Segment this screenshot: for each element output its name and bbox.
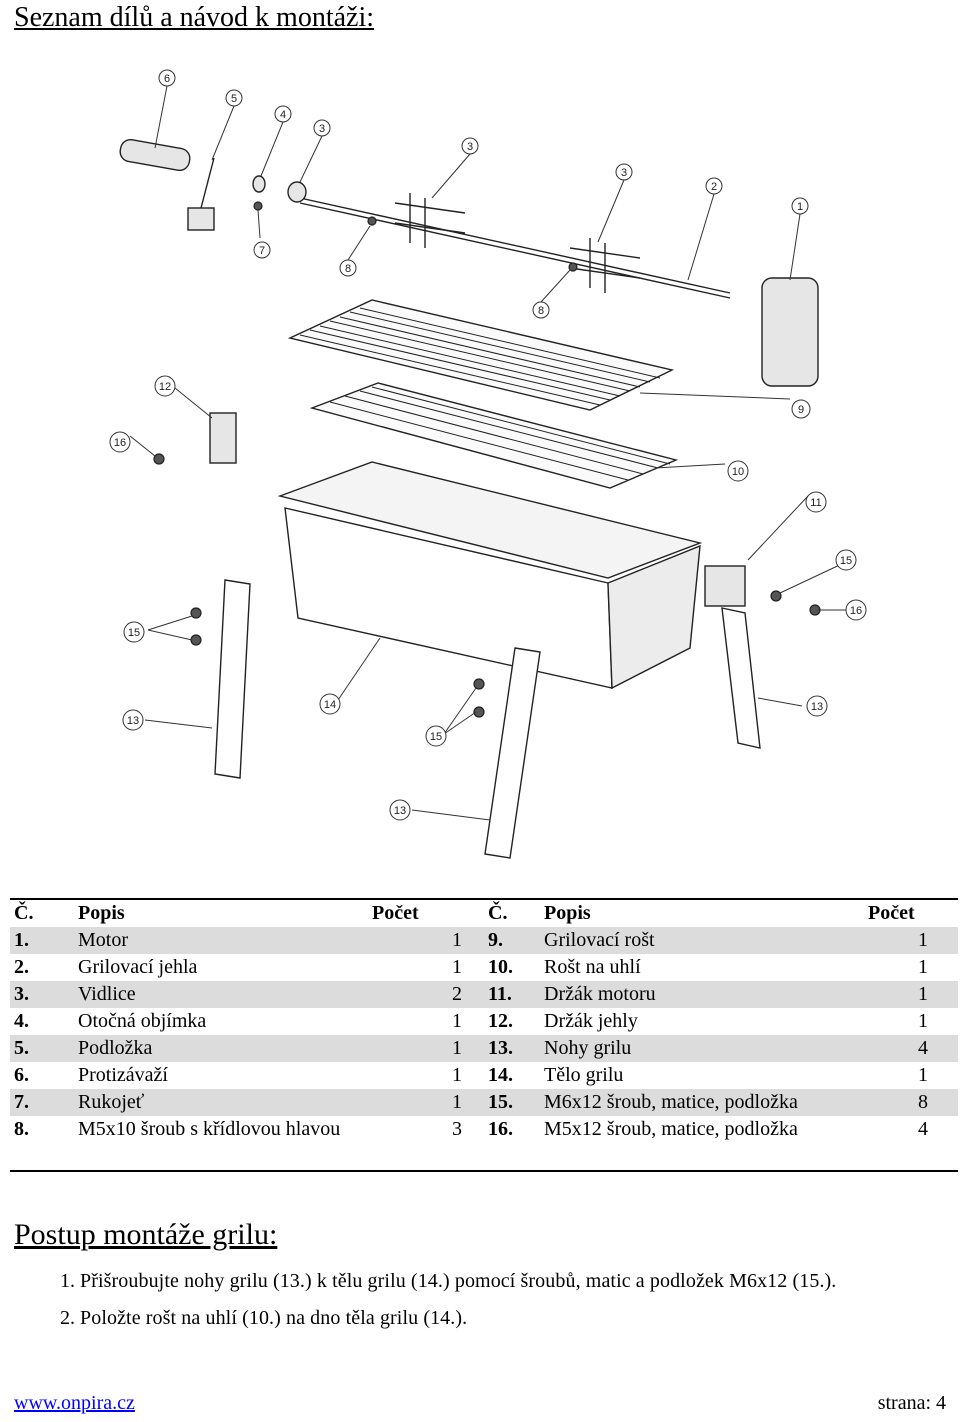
table-row: 8. M5x10 šroub s křídlovou hlavou 3 16. … <box>10 1116 958 1172</box>
svg-text:2: 2 <box>711 181 717 193</box>
fasteners <box>153 201 821 718</box>
parts-table-header: Č. Popis Počet Č. Popis Počet <box>10 898 958 927</box>
table-row: 5. Podložka 1 13. Nohy grilu 4 <box>10 1035 958 1062</box>
fork-1 <box>394 193 466 248</box>
col-desc: Popis <box>540 898 864 927</box>
callout: 7 <box>253 241 271 259</box>
fork-2 <box>569 238 641 293</box>
callout: 10 <box>727 460 749 482</box>
svg-text:3: 3 <box>467 141 473 153</box>
grill-body <box>277 461 703 690</box>
assembly-steps: Přišroubujte nohy grilu (13.) k tělu gri… <box>32 1268 960 1342</box>
counterweight-arm <box>200 157 215 209</box>
svg-text:16: 16 <box>850 605 862 617</box>
callout: 12 <box>154 375 176 397</box>
callout: 15 <box>123 621 145 643</box>
motor-part <box>761 277 819 387</box>
spit-rod <box>299 197 731 294</box>
charcoal-grate <box>309 382 679 489</box>
assembly-title: Postup montáže grilu: <box>14 1218 278 1251</box>
callout: 13 <box>389 799 411 821</box>
callout: 16 <box>109 431 131 453</box>
spit-assembly <box>119 138 819 387</box>
callout: 2 <box>705 177 723 195</box>
leader-lines <box>129 85 847 821</box>
svg-text:15: 15 <box>128 627 140 639</box>
svg-text:16: 16 <box>114 437 126 449</box>
table-row: 6. Protizávaží 1 14. Tělo grilu 1 <box>14 1064 928 1086</box>
svg-text:14: 14 <box>324 699 336 711</box>
spit-rod-edge <box>299 202 731 299</box>
callout: 3 <box>461 137 479 155</box>
parts-table: Č. Popis Počet Č. Popis Počet 1. Motor 1… <box>10 898 958 1172</box>
exploded-diagram: 6 5 4 3 3 3 2 1 7 8 8 9 10 11 12 16 15 1… <box>109 69 867 859</box>
table-row: 7. Rukojeť 1 15. M6x12 šroub, matice, po… <box>10 1089 958 1116</box>
callout: 16 <box>845 599 867 621</box>
col-num: Č. <box>484 898 540 927</box>
svg-text:11: 11 <box>810 497 821 509</box>
callout: 11 <box>805 491 827 513</box>
spit-bracket <box>209 412 237 464</box>
callout: 4 <box>274 105 292 123</box>
callout: 5 <box>225 89 243 107</box>
callout-labels: 6 5 4 3 3 3 2 1 7 8 8 9 10 11 12 16 15 1… <box>109 69 867 821</box>
callout: 15 <box>425 725 447 747</box>
cooking-grate <box>287 299 675 411</box>
svg-text:5: 5 <box>231 93 237 105</box>
col-num: Č. <box>10 898 74 927</box>
callout: 1 <box>791 197 809 215</box>
svg-text:6: 6 <box>164 73 170 85</box>
svg-text:3: 3 <box>621 167 627 179</box>
callout: 9 <box>791 399 811 419</box>
callout: 13 <box>806 695 828 717</box>
motor-bracket <box>704 565 746 607</box>
counterweight-part <box>187 207 215 231</box>
svg-text:4: 4 <box>280 109 286 121</box>
svg-text:9: 9 <box>798 404 804 416</box>
page-number: strana: 4 <box>877 1392 946 1414</box>
callout: 6 <box>158 69 176 87</box>
callout: 15 <box>835 549 857 571</box>
svg-text:12: 12 <box>159 381 171 393</box>
table-row: 1. Motor 1 9. Grilovací rošt 1 <box>10 927 958 954</box>
table-row: 2. Grilovací jehla 1 10. Rošt na uhlí 1 <box>14 956 928 978</box>
col-count: Počet <box>864 898 958 927</box>
svg-text:1: 1 <box>797 201 803 213</box>
svg-text:3: 3 <box>319 123 325 135</box>
svg-text:13: 13 <box>127 715 139 727</box>
col-desc: Popis <box>74 898 368 927</box>
callout: 3 <box>615 163 633 181</box>
svg-text:8: 8 <box>345 263 351 275</box>
website-link[interactable]: www.onpira.cz <box>14 1392 135 1414</box>
callout: 8 <box>532 301 550 319</box>
collar-part <box>287 181 307 203</box>
page-title: Seznam dílů a návod k montáži: <box>14 2 375 33</box>
table-row: 3. Vidlice 2 11. Držák motoru 1 <box>10 981 958 1008</box>
svg-text:10: 10 <box>732 466 744 478</box>
washer-part <box>252 175 266 193</box>
svg-text:15: 15 <box>840 555 852 567</box>
handle-part <box>119 138 191 172</box>
table-row: 4. Otočná objímka 1 12. Držák jehly 1 <box>14 1010 928 1032</box>
callout: 8 <box>339 259 357 277</box>
assembly-step: Položte rošt na uhlí (10.) na dno těla g… <box>80 1305 960 1332</box>
col-count: Počet <box>368 898 484 927</box>
svg-text:15: 15 <box>430 731 442 743</box>
svg-text:7: 7 <box>259 245 265 257</box>
callout: 13 <box>122 709 144 731</box>
callout: 3 <box>313 119 331 137</box>
svg-text:13: 13 <box>394 805 406 817</box>
svg-text:13: 13 <box>811 701 823 713</box>
svg-text:8: 8 <box>538 305 544 317</box>
callout: 14 <box>319 693 341 715</box>
assembly-step: Přišroubujte nohy grilu (13.) k tělu gri… <box>80 1268 960 1295</box>
grill-legs <box>214 579 761 859</box>
